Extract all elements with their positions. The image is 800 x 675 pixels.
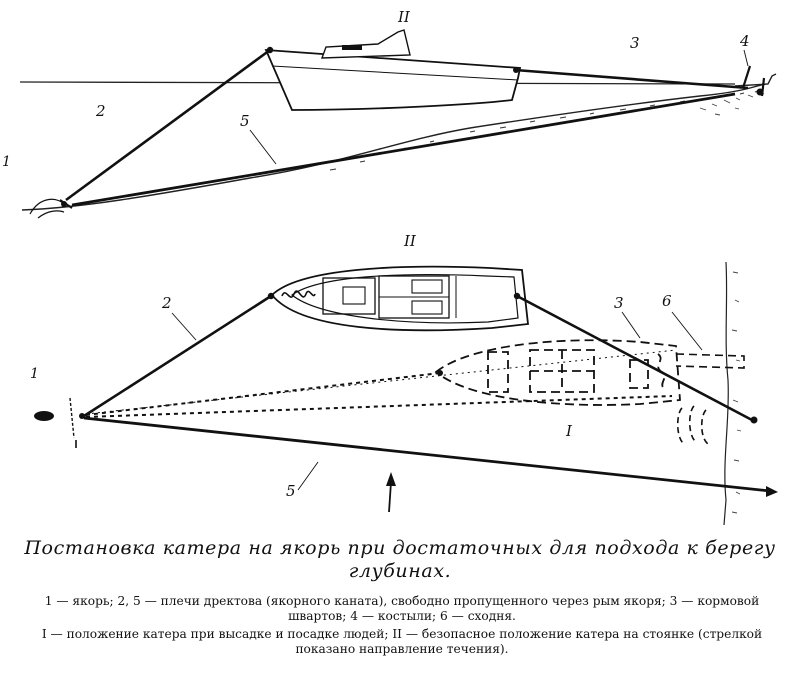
figure-legend: 1 — якорь; 2, 5 — плечи дректова (якорно…: [28, 594, 776, 660]
label-2-top: 2: [161, 294, 172, 312]
anchoring-diagram: II 2 3 4 5 1: [2, 8, 778, 526]
figure-caption-title: Постановка катера на якорь при достаточн…: [24, 537, 776, 582]
boat-waterline-stripe: [271, 65, 519, 81]
legend-line-2: I — положение катера при высадке и посад…: [41, 627, 763, 656]
boat-cabin: [320, 29, 411, 59]
leader-3-top: [621, 311, 641, 339]
gangway: [675, 353, 745, 369]
stake-dashed: [676, 405, 709, 445]
label-3-top: 3: [614, 294, 624, 312]
cabin-window: [342, 45, 362, 50]
position-label-II-side: II: [397, 8, 411, 26]
boat-hatch-inner: [342, 286, 366, 305]
position-label-I-top: I: [565, 422, 573, 440]
shore-texture-top: [731, 271, 742, 514]
leader-2-top: [171, 312, 197, 341]
legend-line-1: 1 — якорь; 2, 5 — плечи дректова (якорно…: [44, 594, 760, 623]
rode-end-arrow: [766, 486, 778, 497]
stake-icon: [741, 65, 752, 89]
bow-fitting-position-I: [437, 370, 443, 376]
leader-6-top: [671, 311, 703, 351]
bow-fitting: [266, 46, 274, 54]
anchor-icon: [34, 397, 85, 448]
stern-line-3-top: [516, 294, 753, 422]
coiled-rope-icon: [281, 290, 316, 298]
rode-arm-5-top: [83, 416, 771, 493]
stake-knot: [756, 88, 764, 96]
boat-hatch: [322, 277, 376, 315]
rode-arm-5-side: [71, 92, 736, 207]
label-2-side: 2: [95, 102, 106, 120]
label-1-top: 1: [30, 366, 39, 382]
leader-4: [743, 49, 749, 67]
label-4-side: 4: [739, 32, 750, 50]
position-label-II-top: II: [403, 232, 417, 250]
anchor-icon: [29, 198, 73, 219]
label-5-top: 5: [286, 482, 296, 500]
rode-arm-2-top: [83, 294, 272, 418]
stern-line-3-side: [514, 68, 749, 90]
stern-line-stake: [750, 416, 758, 424]
boat-hull-side: [264, 48, 522, 111]
rode-arm-2-side: [65, 48, 271, 202]
leader-5-top: [297, 461, 319, 491]
current-direction-arrow: [386, 472, 396, 513]
rode-arm-2-position-I: [85, 372, 441, 416]
shoreline-top: [723, 261, 729, 526]
label-5-side: 5: [240, 112, 250, 130]
label-6-top: 6: [662, 292, 672, 310]
leader-5: [249, 129, 277, 165]
stern-fitting: [513, 67, 519, 73]
top-view: II I 2 3 6 5 1: [30, 232, 778, 526]
boat-seat: [411, 300, 443, 315]
side-view: II 2 3 4 5 1: [2, 8, 777, 219]
label-3-side: 3: [630, 34, 640, 52]
shore-profile: [734, 73, 777, 87]
boat-position-I: [434, 339, 681, 406]
label-1-side: 1: [2, 154, 11, 170]
boat-seat: [411, 279, 443, 294]
seabed-profile: [21, 83, 766, 211]
rode-arm-5-position-I: [85, 395, 673, 418]
